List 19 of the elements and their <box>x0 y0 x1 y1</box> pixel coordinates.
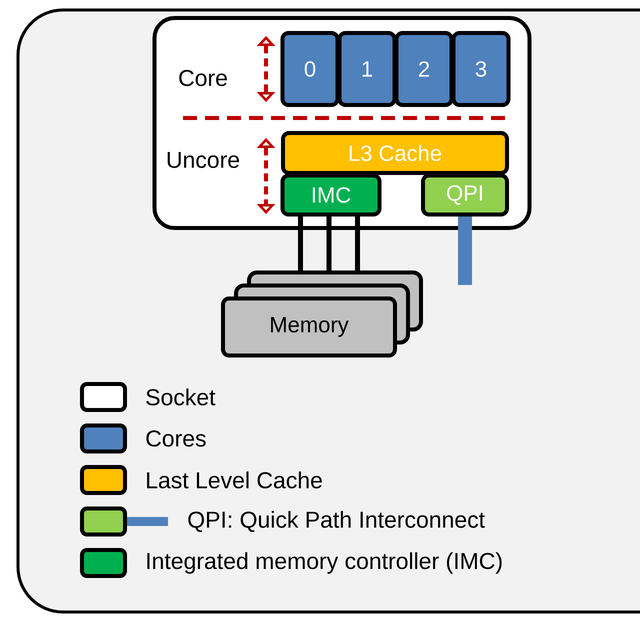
connector-line <box>355 216 360 272</box>
section-label: Core <box>179 70 227 86</box>
legend-label: Socket <box>146 388 216 406</box>
connector-line <box>326 216 332 272</box>
core-box: 1 <box>338 31 396 107</box>
legend-label: Last Level Cache <box>147 472 322 488</box>
memory-box: Memory <box>221 270 423 358</box>
connector-line <box>458 216 472 285</box>
section-label: Uncore <box>168 152 240 168</box>
legend-label: QPI: Quick Path Interconnect <box>188 510 485 532</box>
core-box: 2 <box>394 31 454 107</box>
core-box: 3 <box>452 31 510 107</box>
cache-box: L3 Cache <box>281 131 509 175</box>
interconnect-box: QPI <box>421 174 509 216</box>
legend-label: Integrated memory controller (IMC) <box>147 552 502 574</box>
connector-line <box>298 216 303 272</box>
core-box: 0 <box>280 31 340 107</box>
legend-label: Cores <box>146 430 206 447</box>
controller-box: IMC <box>280 174 382 216</box>
